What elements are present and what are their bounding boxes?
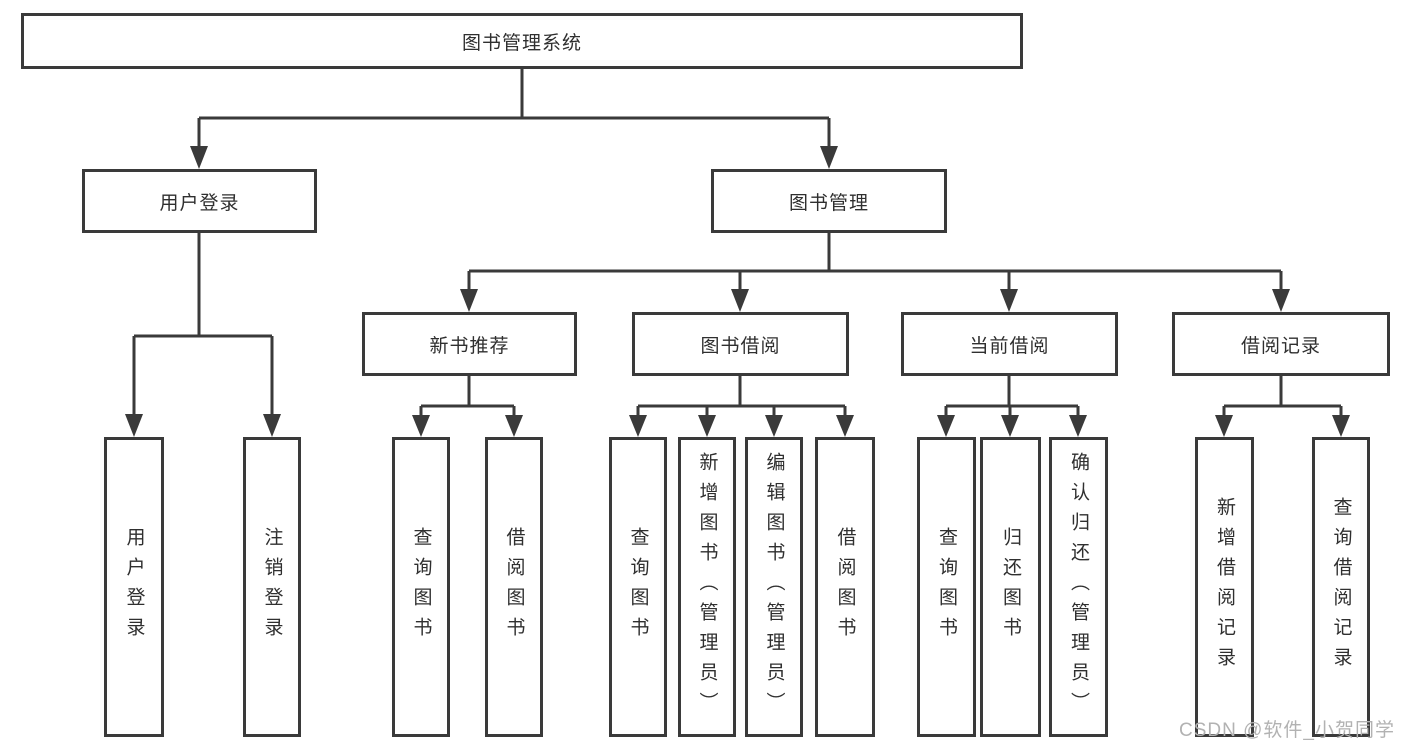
leaf-add-borrow-record: 新增借阅记录 [1195, 437, 1254, 737]
node-label: 图书管理系统 [461, 32, 582, 54]
node-label: 新增借阅记录 [1214, 497, 1235, 677]
node-label: 图书管理 [788, 192, 869, 214]
node-label: 编辑图书（管理员） [763, 452, 785, 722]
node-label: 借阅图书 [503, 527, 525, 647]
node-label: 注销登录 [261, 527, 283, 647]
node-label: 查询图书 [936, 527, 957, 647]
connector-user-login-children [125, 233, 281, 437]
node-book-borrowing: 图书借阅 [632, 312, 849, 376]
node-current-borrowing: 当前借阅 [901, 312, 1118, 376]
connector-new-book-recommend-children [412, 376, 523, 437]
node-user-login: 用户登录 [82, 169, 317, 233]
node-label: 确认归还（管理员） [1068, 452, 1089, 722]
leaf-return-books: 归还图书 [980, 437, 1041, 737]
node-label: 图书借阅 [700, 335, 781, 357]
connector-root-to-level2 [190, 69, 838, 169]
csdn-watermark: CSDN @软件_小贺同学 [1179, 720, 1395, 741]
node-label: 借阅图书 [834, 527, 856, 647]
leaf-query-books-current: 查询图书 [917, 437, 976, 737]
node-label: 用户登录 [159, 192, 240, 214]
node-label: 查询借阅记录 [1330, 497, 1352, 677]
leaf-borrow-books-borrowing: 借阅图书 [815, 437, 875, 737]
connector-current-borrowing-children [937, 376, 1087, 437]
leaf-logout: 注销登录 [243, 437, 301, 737]
node-book-management: 图书管理 [711, 169, 947, 233]
leaf-borrow-books-recommend: 借阅图书 [485, 437, 543, 737]
node-borrowing-records: 借阅记录 [1172, 312, 1390, 376]
node-library-management-system: 图书管理系统 [21, 13, 1023, 69]
leaf-query-books-recommend: 查询图书 [392, 437, 450, 737]
node-label: 新书推荐 [429, 335, 510, 357]
leaf-add-book-admin: 新增图书（管理员） [678, 437, 736, 737]
leaf-confirm-return-admin: 确认归还（管理员） [1049, 437, 1108, 737]
node-label: 用户登录 [123, 527, 145, 647]
node-new-book-recommend: 新书推荐 [362, 312, 577, 376]
node-label: 新增图书（管理员） [696, 452, 718, 722]
leaf-query-borrow-record: 查询借阅记录 [1312, 437, 1370, 737]
leaf-edit-book-admin: 编辑图书（管理员） [745, 437, 803, 737]
node-label: 当前借阅 [969, 335, 1050, 357]
node-label: 归还图书 [1000, 527, 1021, 647]
node-label: 查询图书 [627, 527, 649, 647]
node-label: 查询图书 [410, 527, 432, 647]
leaf-query-books-borrowing: 查询图书 [609, 437, 667, 737]
connector-book-management-children [460, 233, 1290, 312]
connector-borrowing-records-children [1215, 376, 1350, 437]
leaf-user-login: 用户登录 [104, 437, 164, 737]
connector-book-borrowing-children [629, 376, 854, 437]
node-label: 借阅记录 [1240, 335, 1321, 357]
